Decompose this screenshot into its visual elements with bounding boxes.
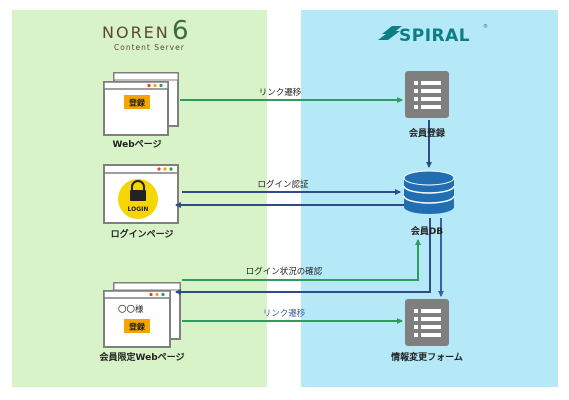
member-register-button-graphic — [124, 319, 150, 333]
database-icon — [403, 170, 455, 214]
login-status-check-label: ログイン状況の確認 — [246, 266, 323, 277]
web-page-window: 登録 — [103, 72, 179, 136]
svg-text:登録: 登録 — [128, 98, 146, 108]
member-db-caption: 会員DB — [410, 227, 444, 237]
login-page-caption: ログインページ — [110, 230, 174, 240]
svg-text:〇〇様: 〇〇様 — [118, 304, 144, 315]
web-page-caption: Webページ — [112, 140, 162, 150]
svg-text:SPIRAL: SPIRAL — [399, 26, 470, 46]
link-transition-label-1: リンク遷移 — [259, 87, 302, 98]
info-change-form-icon — [405, 299, 449, 346]
svg-text:®: ® — [483, 23, 488, 30]
svg-text:LOGIN: LOGIN — [128, 206, 149, 213]
link-transition-label-2: リンク遷移 — [263, 308, 306, 319]
svg-text:6: 6 — [172, 16, 189, 46]
svg-text:Content Server: Content Server — [114, 43, 185, 52]
member-registration-form-icon — [405, 71, 449, 118]
spiral-logo: SPIRAL ® — [378, 23, 488, 46]
noren-logo: NOREN 6 Content Server — [102, 16, 189, 52]
spiral-mark-icon — [378, 26, 402, 40]
member-page-caption: 会員限定Webページ — [99, 353, 185, 363]
login-status-response-arrow — [175, 218, 431, 295]
login-status-check-arrow — [182, 239, 421, 281]
register-button-graphic — [124, 95, 150, 109]
member-registration-caption: 会員登録 — [408, 129, 445, 139]
login-auth-label: ログイン認証 — [257, 179, 309, 190]
lock-icon — [130, 180, 146, 201]
svg-text:NOREN: NOREN — [102, 23, 170, 42]
svg-text:登録: 登録 — [128, 322, 146, 332]
login-page-window: LOGIN — [103, 164, 179, 224]
member-page-window: 〇〇様 登録 — [103, 282, 181, 348]
info-change-form-caption: 情報変更フォーム — [391, 353, 463, 363]
